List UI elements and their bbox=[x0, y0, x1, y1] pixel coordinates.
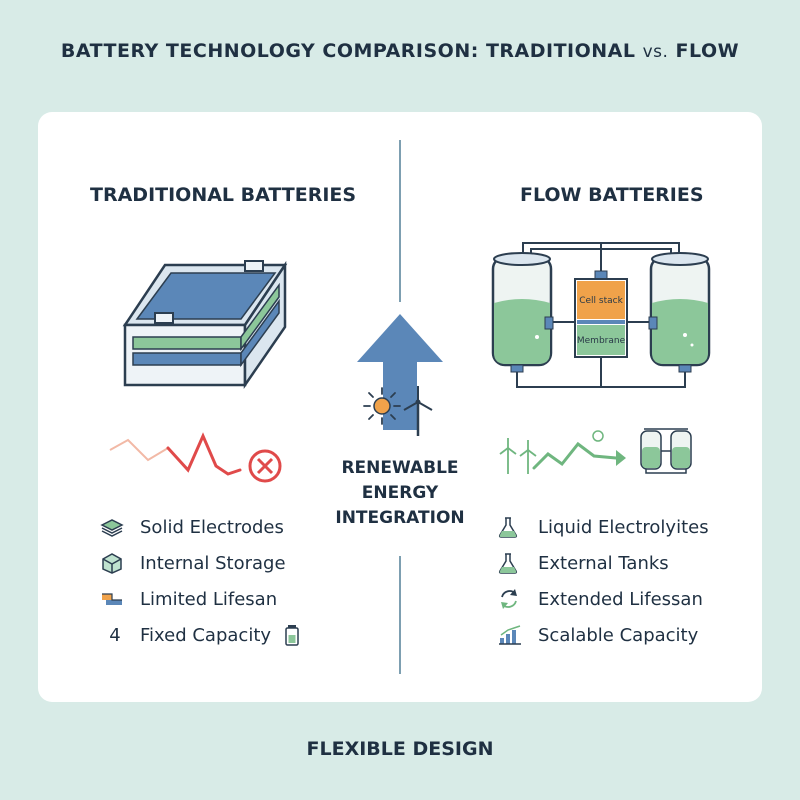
tank-pair-icon bbox=[640, 428, 692, 474]
renewable-integration-label: RENEWABLE ENERGY INTEGRATION bbox=[335, 458, 465, 528]
traditional-battery-illustration bbox=[122, 260, 288, 390]
membrane-label: Membrane bbox=[577, 336, 626, 346]
bar-chart-icon bbox=[498, 624, 528, 646]
cell-stack bbox=[577, 281, 625, 319]
feature-extended-lifespan: Extended Lifessan bbox=[498, 588, 703, 610]
feature-solid-electrodes: Solid Electrodes bbox=[100, 516, 284, 538]
feature-fixed-capacity: 4 Fixed Capacity bbox=[100, 624, 299, 646]
battery-level-icon bbox=[285, 625, 299, 646]
flask-icon bbox=[498, 516, 528, 538]
flask-icon bbox=[498, 552, 528, 574]
feature-scalable-capacity: Scalable Capacity bbox=[498, 624, 698, 646]
feature-external-tanks: External Tanks bbox=[498, 552, 669, 574]
divider-top bbox=[399, 140, 401, 302]
declining-lifespan-graphic bbox=[109, 432, 282, 483]
divider-bottom bbox=[399, 556, 401, 674]
traditional-heading: TRADITIONAL BATTERIES bbox=[90, 184, 357, 206]
cross-circle-icon bbox=[248, 449, 282, 483]
flow-battery-illustration: Cell stack Membrane bbox=[491, 242, 711, 388]
feature-limited-lifespan: Limited Lifesan bbox=[100, 588, 277, 610]
flow-heading: FLOW BATTERIES bbox=[520, 184, 704, 206]
box-icon bbox=[100, 552, 130, 574]
cell-stack-label: Cell stack bbox=[579, 296, 623, 306]
layers-icon bbox=[100, 516, 130, 538]
sun-icon bbox=[363, 387, 401, 425]
small-sun-icon bbox=[592, 430, 604, 442]
up-arrow-icon bbox=[357, 314, 443, 430]
page-title: BATTERY TECHNOLOGY COMPARISON: TRADITION… bbox=[60, 40, 740, 62]
membrane bbox=[577, 325, 625, 355]
feature-liquid-electrolytes: Liquid Electrolyites bbox=[498, 516, 709, 538]
feature-internal-storage: Internal Storage bbox=[100, 552, 286, 574]
wind-turbine-icon bbox=[403, 386, 433, 436]
growth-renewables-graphic bbox=[499, 430, 626, 474]
footer-label: FLEXIBLE DESIGN bbox=[306, 738, 494, 760]
number-four-icon: 4 bbox=[109, 624, 121, 646]
declining-steps-icon bbox=[100, 588, 130, 610]
refresh-icon bbox=[498, 588, 528, 610]
